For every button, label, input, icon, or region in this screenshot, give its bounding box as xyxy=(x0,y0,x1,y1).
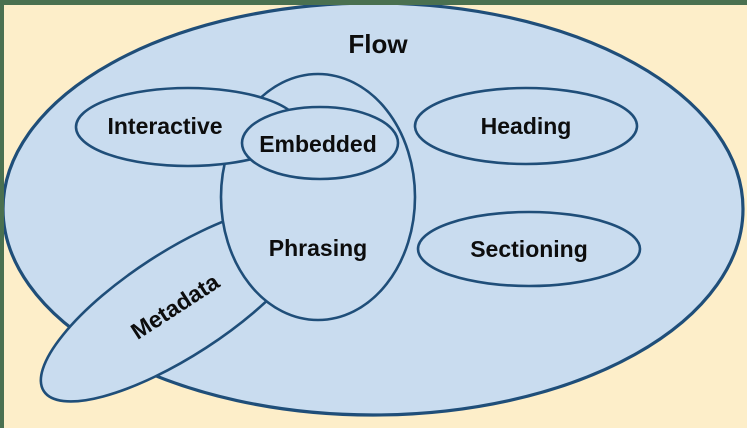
set-ellipse-sectioning[interactable] xyxy=(416,210,642,288)
frame-edge-top xyxy=(0,0,747,5)
set-label-embedded: Embedded xyxy=(259,131,377,157)
frame-edge-left xyxy=(0,0,4,428)
set-label-phrasing: Phrasing xyxy=(269,235,367,261)
set-ellipse-embedded[interactable] xyxy=(240,105,400,181)
set-label-sectioning: Sectioning xyxy=(470,236,588,262)
set-ellipse-heading[interactable] xyxy=(413,86,639,166)
set-label-interactive: Interactive xyxy=(107,113,222,139)
set-label-heading: Heading xyxy=(481,113,572,139)
set-label-flow: Flow xyxy=(348,29,408,59)
